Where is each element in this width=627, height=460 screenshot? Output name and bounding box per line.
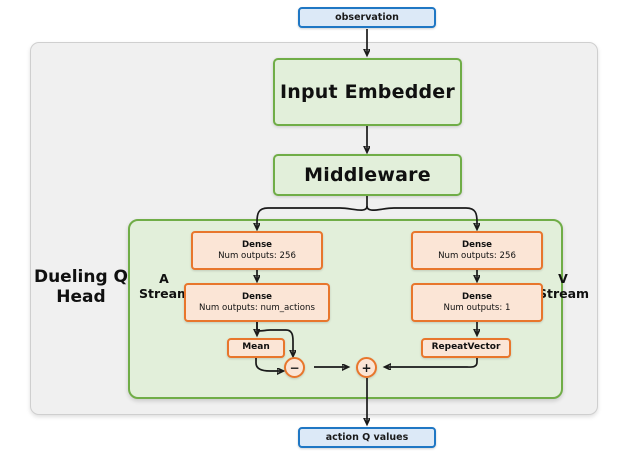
- action-q-values-node[interactable]: action Q values: [298, 427, 436, 448]
- value-dense-1-node[interactable]: Dense Num outputs: 256: [411, 231, 543, 270]
- action-q-values-label: action Q values: [325, 432, 409, 443]
- middleware-label: Middleware: [304, 164, 431, 186]
- observation-label: observation: [335, 12, 399, 23]
- value-dense-1-subtitle: Num outputs: 256: [438, 250, 516, 261]
- observation-node[interactable]: observation: [298, 7, 436, 28]
- dueling-q-head-title-line2: Head: [56, 286, 106, 307]
- dueling-q-head-title-line1: Dueling Q: [33, 267, 129, 287]
- mean-node[interactable]: Mean: [227, 338, 285, 358]
- input-embedder-node[interactable]: Input Embedder: [273, 58, 462, 126]
- add-operator-symbol: +: [361, 360, 372, 375]
- repeat-vector-label: RepeatVector: [431, 342, 501, 353]
- advantage-dense-2-title: Dense: [241, 291, 273, 302]
- subtract-operator-symbol: −: [289, 360, 300, 375]
- advantage-dense-1-subtitle: Num outputs: 256: [218, 250, 296, 261]
- value-dense-2-node[interactable]: Dense Num outputs: 1: [411, 283, 543, 322]
- value-stream-label: V Stream: [538, 271, 590, 301]
- advantage-dense-2-subtitle: Num outputs: num_actions: [199, 302, 315, 313]
- add-operator[interactable]: +: [356, 357, 377, 378]
- value-dense-2-title: Dense: [461, 291, 493, 302]
- advantage-stream-label-line1: A: [159, 271, 169, 286]
- value-dense-2-subtitle: Num outputs: 1: [443, 302, 511, 313]
- advantage-stream-label-line2: Stream: [139, 286, 191, 301]
- advantage-dense-1-title: Dense: [241, 239, 273, 250]
- value-stream-label-line1: V: [558, 271, 568, 286]
- dueling-q-head-title: Dueling Q Head: [33, 267, 129, 307]
- repeat-vector-node[interactable]: RepeatVector: [421, 338, 511, 358]
- advantage-dense-2-node[interactable]: Dense Num outputs: num_actions: [184, 283, 330, 322]
- mean-label: Mean: [242, 342, 270, 353]
- subtract-operator[interactable]: −: [284, 357, 305, 378]
- advantage-stream-label: A Stream: [139, 271, 191, 301]
- value-dense-1-title: Dense: [461, 239, 493, 250]
- advantage-dense-1-node[interactable]: Dense Num outputs: 256: [191, 231, 323, 270]
- value-stream-label-line2: Stream: [538, 286, 590, 301]
- input-embedder-label: Input Embedder: [280, 81, 455, 103]
- middleware-node[interactable]: Middleware: [273, 154, 462, 196]
